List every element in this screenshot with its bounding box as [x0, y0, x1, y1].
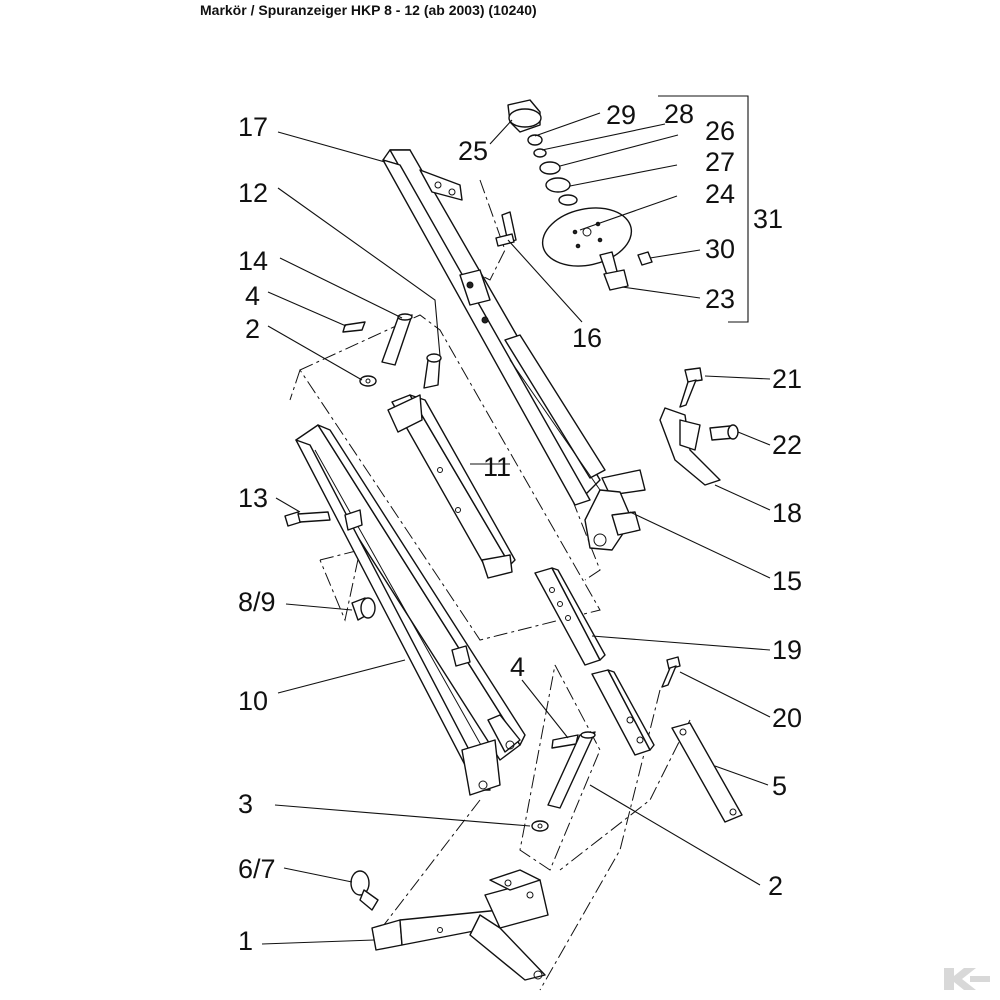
label-16: 16 [572, 323, 602, 353]
part-1-base-frame [371, 869, 549, 981]
label-18: 18 [772, 498, 802, 528]
label-8-9: 8/9 [238, 587, 276, 617]
label-4-lower: 4 [510, 652, 525, 682]
part-13-bolt [284, 511, 331, 527]
label-31: 31 [753, 204, 783, 234]
leader-lines [261, 112, 771, 945]
label-28: 28 [664, 99, 694, 129]
label-2-upper: 2 [245, 314, 260, 344]
label-5: 5 [772, 771, 787, 801]
label-30: 30 [705, 234, 735, 264]
label-24: 24 [705, 179, 735, 209]
label-15: 15 [772, 566, 802, 596]
label-22: 22 [772, 430, 802, 460]
label-12: 12 [238, 178, 268, 208]
upper-left-small-parts [342, 313, 442, 389]
part-6-7-knob [350, 870, 379, 911]
part-8-9-knob [351, 597, 376, 621]
label-14: 14 [238, 246, 268, 276]
label-6-7: 6/7 [238, 854, 276, 884]
label-11: 11 [483, 452, 511, 482]
part-18-plate-group [659, 367, 739, 486]
part-17-upper-arm [382, 149, 606, 506]
label-19: 19 [772, 635, 802, 665]
lower-pins [531, 731, 596, 832]
label-20: 20 [772, 703, 802, 733]
label-13: 13 [238, 483, 268, 513]
part-10-main-tube [295, 424, 526, 796]
label-25: 25 [458, 136, 488, 166]
label-26: 26 [705, 116, 735, 146]
label-29: 29 [606, 100, 636, 130]
part-31-group-bracket [658, 95, 749, 323]
label-10: 10 [238, 686, 268, 716]
part-labels: 17 12 14 4 2 11 13 8/9 10 3 6/7 1 25 29 … [238, 99, 802, 956]
disc-assembly [507, 99, 653, 291]
label-1: 1 [238, 926, 253, 956]
label-17: 17 [238, 112, 268, 142]
label-27: 27 [705, 147, 735, 177]
part-16-bolt [495, 211, 517, 247]
label-4-upper: 4 [245, 281, 260, 311]
kramp-logo-icon [944, 968, 990, 990]
label-21: 21 [772, 364, 802, 394]
part-19-slotted-bar [534, 567, 606, 666]
part-5-flat-bar [671, 722, 743, 823]
label-23: 23 [705, 284, 735, 314]
label-3: 3 [238, 789, 253, 819]
part-11-inner-tube [387, 394, 516, 579]
page-title: Markör / Spuranzeiger HKP 8 - 12 (ab 200… [200, 2, 537, 18]
part-15-bracket [584, 469, 646, 551]
part-20-bolt-and-link [591, 656, 681, 756]
label-2-lower: 2 [768, 871, 783, 901]
